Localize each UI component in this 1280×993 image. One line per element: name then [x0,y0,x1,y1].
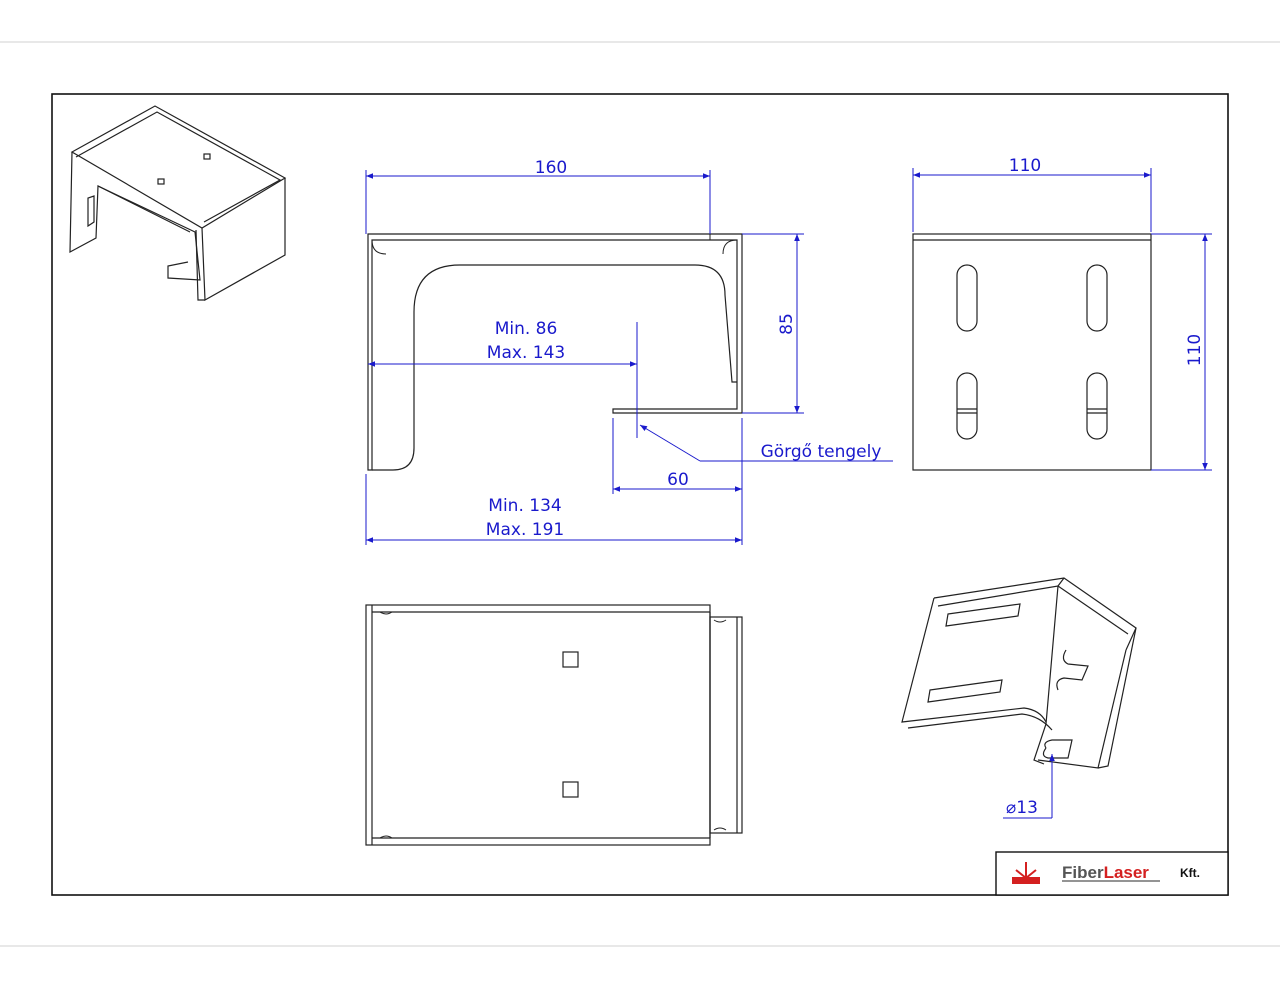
side-view-dimensions [912,168,1212,471]
callout-roller-axle: Görgő tengely [761,442,882,462]
square-hole-top [562,651,579,668]
company-suffix: Kft. [1180,866,1200,880]
iso-slot-lower [927,679,1003,703]
slot-upper-right [1086,264,1108,332]
side-view [912,233,1152,471]
logo-laser: Laser [1104,863,1150,882]
dim-height-85: 85 [777,313,797,335]
dim-width-160: 160 [535,158,567,178]
dim-hole-diameter: ⌀13 [1006,798,1038,818]
top-view [365,604,743,846]
slot-upper-left [956,264,978,332]
title-block: FiberLaser Kft. [995,851,1229,896]
dim-side-width-110: 110 [1009,156,1041,176]
hole-dimension-leader [1003,754,1055,819]
square-hole-bottom [562,781,579,798]
diameter-symbol: ⌀ [1006,798,1016,818]
dim-inner-max: Max. 143 [487,343,565,363]
laser-burst-icon [1012,862,1040,884]
slot-lower-left [956,372,978,440]
slot-lower-right [1086,372,1108,440]
dim-inner-min: Min. 86 [495,319,558,339]
dim-side-height-110: 110 [1185,334,1205,366]
dim-outer-max: Max. 191 [486,520,564,540]
dim-offset-60: 60 [667,470,689,490]
front-view [367,233,743,471]
logo-fiber: Fiber [1062,863,1104,882]
dim-outer-min: Min. 134 [488,496,561,516]
dim-hole-13: 13 [1016,798,1038,818]
company-logo: FiberLaser [1062,863,1149,882]
front-view-dimensions [365,170,893,545]
iso-slot-upper [945,603,1021,627]
drawing-frame [51,93,1229,896]
iso-view-bottom-right [901,577,1137,769]
iso-view-top-left [69,105,287,302]
